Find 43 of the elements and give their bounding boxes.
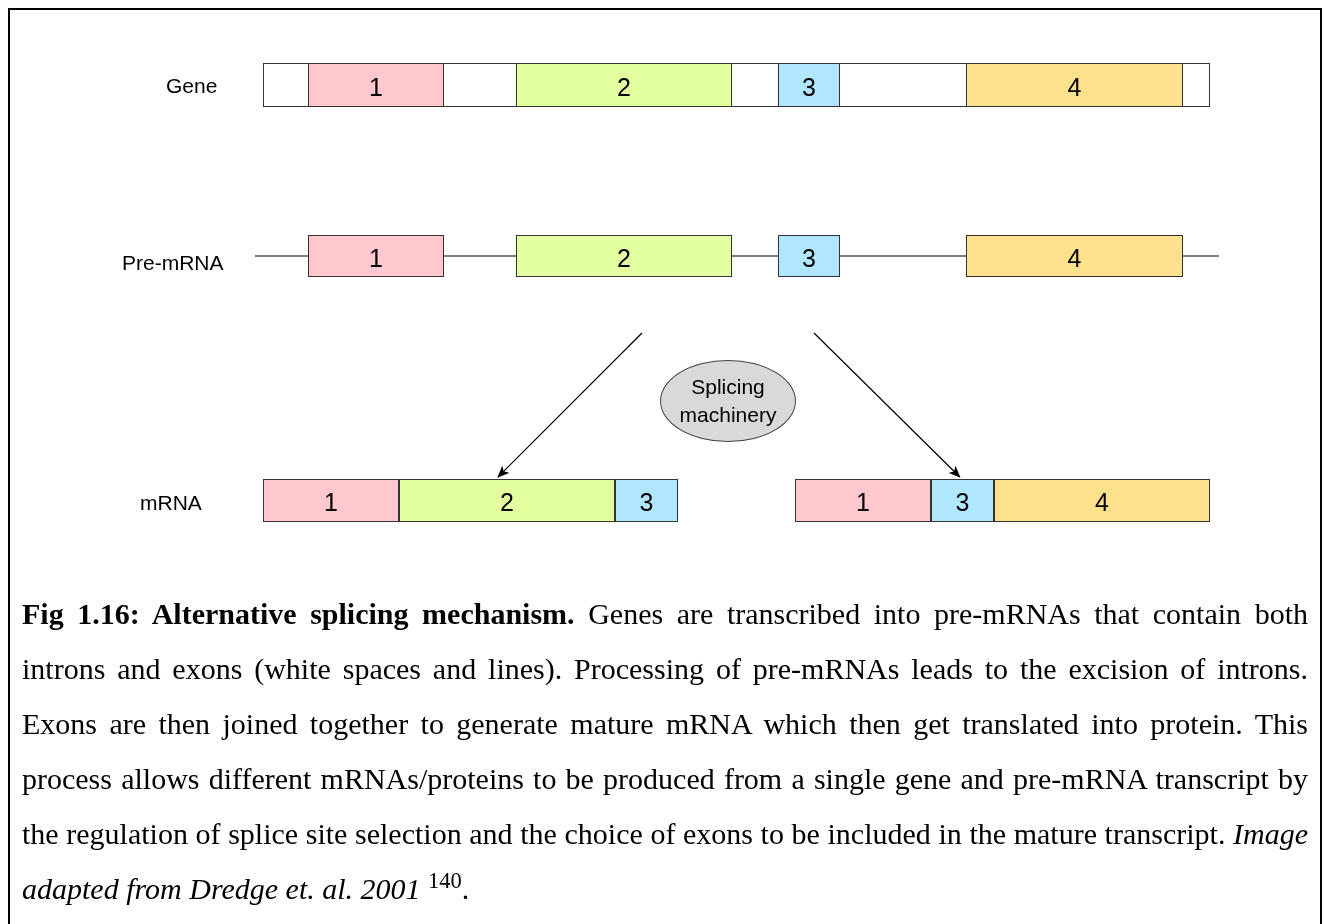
exon-number: 3 xyxy=(639,487,654,515)
exon-number: 1 xyxy=(369,242,383,271)
transcript-bar xyxy=(263,479,678,522)
row-label: Pre-mRNA xyxy=(122,250,224,276)
exon-box xyxy=(994,480,1210,521)
intron-line xyxy=(731,255,779,257)
exon-number: 1 xyxy=(369,71,383,100)
exon-box xyxy=(308,235,444,277)
exon-box xyxy=(966,235,1183,277)
intron-line xyxy=(254,255,309,257)
exon-number: 3 xyxy=(802,71,816,100)
intron-line xyxy=(839,255,967,257)
transcript-bar xyxy=(795,479,1210,522)
exon-box xyxy=(308,64,444,106)
exon-number: 4 xyxy=(1095,487,1109,515)
exon-number: 4 xyxy=(1067,242,1082,271)
exon-box xyxy=(615,480,678,521)
exon-box xyxy=(966,64,1183,106)
arrow xyxy=(497,332,643,478)
intron-line xyxy=(1182,255,1220,257)
exon-box xyxy=(778,235,840,277)
exon-box xyxy=(795,480,931,521)
intron-line xyxy=(443,255,517,257)
row-label: Gene xyxy=(166,73,218,99)
exon-box xyxy=(778,64,840,106)
exon-number: 1 xyxy=(856,487,870,515)
exon-number: 2 xyxy=(500,487,514,515)
exon-box xyxy=(399,480,615,521)
exon-box xyxy=(516,64,732,106)
exon-number: 1 xyxy=(324,487,338,515)
ellipse-label: Splicing machinery xyxy=(678,374,778,428)
figure-caption: Fig 1.16: Alternative splicing mechanism. Genes are transcribed into pre-mRNAs that contain both introns and exons (white spaces and lines). Processing of pre-mRNAs leads to the excision of introns. Exons are then joined together to generate mature mRNA which then get translated into protein. This process allows different mRNAs/proteins to be produced from a single gene and pre-mRNA transcript by the regulation of splice site selection and the choice of exons to be included in the mature transcript. Image adapted from Dredge et. al. 2001 $^{140}$. xyxy=(22,596,1308,907)
exon-number: 2 xyxy=(617,242,631,271)
row-label: mRNA xyxy=(140,490,202,516)
transcript-bar xyxy=(263,63,1210,107)
exon-box xyxy=(263,480,399,521)
exon-box xyxy=(516,235,732,277)
arrow xyxy=(813,332,961,478)
exon-number: 3 xyxy=(955,487,970,515)
exon-number: 3 xyxy=(802,242,816,271)
exon-box xyxy=(931,480,994,521)
exon-number: 2 xyxy=(617,71,631,100)
exon-number: 4 xyxy=(1067,71,1082,100)
